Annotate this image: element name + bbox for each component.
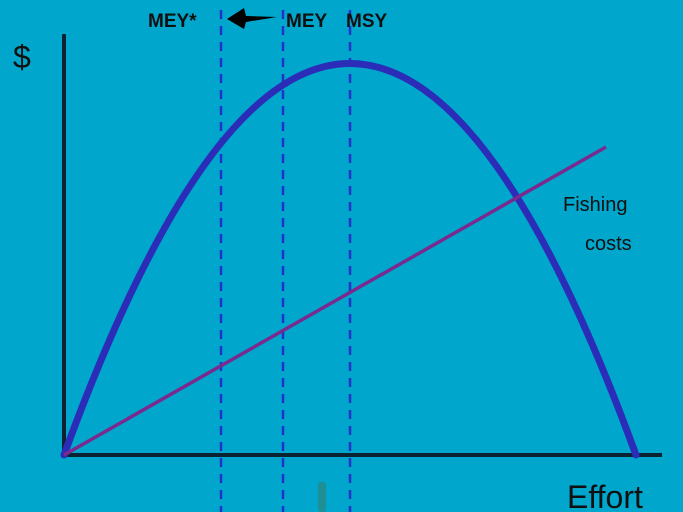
fishing-costs-line (63, 145, 607, 457)
mey-star-label: MEY* (148, 11, 197, 32)
fishing-costs-label-line-2: costs (585, 233, 632, 255)
y-axis-label: $ (13, 39, 31, 75)
fishing-costs-label-line-1: Fishing (563, 194, 627, 216)
effort-marker (318, 482, 326, 512)
msy-label: MSY (346, 11, 388, 32)
mey-label: MEY (286, 11, 328, 32)
arrow-icon (227, 8, 277, 29)
x-axis-label: Effort (567, 479, 643, 512)
revenue-curve (60, 60, 640, 459)
